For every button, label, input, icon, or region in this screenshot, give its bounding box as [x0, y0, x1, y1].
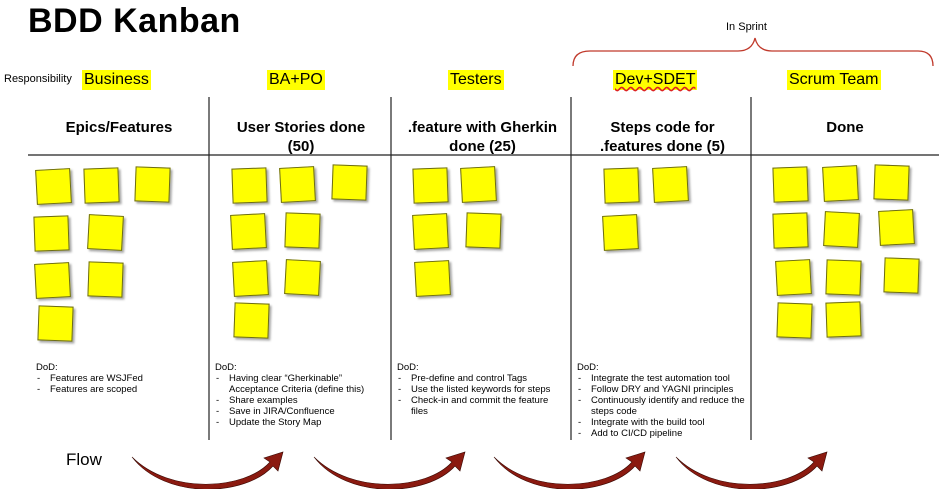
sticky-note: [87, 214, 124, 251]
dod-item: Check-in and commit the feature files: [397, 395, 567, 417]
sticky-note: [823, 211, 860, 248]
responsibility-dev-sdet: Dev+SDET: [613, 70, 698, 90]
dod-item: Integrate the test automation tool: [577, 373, 747, 384]
sticky-note: [35, 168, 72, 205]
sticky-note: [772, 166, 809, 203]
dod-item: Integrate with the build tool: [577, 417, 747, 428]
flow-arrow: [675, 451, 828, 489]
responsibility-scrum-team: Scrum Team: [787, 70, 881, 90]
column-heading-epics: Epics/Features: [65, 119, 173, 136]
sticky-note: [825, 301, 862, 338]
dod-item: Share examples: [215, 395, 387, 406]
column-heading-done: Done: [826, 119, 864, 136]
sticky-note: [231, 167, 268, 204]
sticky-note: [37, 305, 74, 342]
sticky-note: [878, 209, 915, 246]
sticky-note: [233, 302, 270, 339]
sticky-note: [652, 166, 689, 203]
dod-item: Having clear “Gherkinable” Acceptance Cr…: [215, 373, 387, 395]
column-heading-steps: Steps code for .features done (5): [599, 119, 726, 155]
dod-title: DoD:: [397, 362, 419, 373]
sticky-note: [279, 166, 316, 203]
sticky-note: [331, 164, 368, 201]
dod-item: Save in JIRA/Confluence: [215, 406, 387, 417]
dod-item: Continuously identify and reduce the ste…: [577, 395, 747, 417]
sticky-note: [414, 260, 451, 297]
sticky-note: [232, 260, 269, 297]
column-heading-feature: .feature with Gherkin done (25): [407, 119, 558, 155]
flow-arrow: [313, 451, 466, 489]
sticky-note: [602, 214, 639, 251]
dod-item: Update the Story Map: [215, 417, 387, 428]
sticky-note: [87, 261, 124, 298]
dod-item: Follow DRY and YAGNI principles: [577, 384, 747, 395]
dod-dev-sdet: DoD: Integrate the test automation tool …: [577, 362, 747, 439]
sticky-note: [603, 167, 640, 204]
dod-title: DoD:: [215, 362, 237, 373]
sticky-note: [284, 212, 321, 249]
sticky-note: [134, 166, 171, 203]
dod-item: Features are scoped: [36, 384, 204, 395]
in-sprint-label: In Sprint: [726, 21, 767, 33]
responsibility-ba-po: BA+PO: [267, 70, 325, 90]
page-title: BDD Kanban: [28, 2, 241, 40]
responsibility-label: Responsibility: [4, 73, 72, 85]
dod-item: Add to CI/CD pipeline: [577, 428, 747, 439]
dod-testers: DoD: Pre-define and control Tags Use the…: [397, 362, 567, 417]
sticky-note: [775, 259, 812, 296]
dod-item: Use the listed keywords for steps: [397, 384, 567, 395]
sticky-note: [230, 213, 267, 250]
flow-label: Flow: [66, 450, 102, 469]
sticky-note: [883, 257, 920, 294]
sticky-note: [83, 167, 120, 204]
in-sprint-bracket: [572, 37, 934, 67]
sticky-note: [465, 212, 502, 249]
sticky-note: [34, 262, 71, 299]
flow-arrows: [131, 451, 828, 489]
sticky-note: [412, 213, 449, 250]
dod-item: Pre-define and control Tags: [397, 373, 567, 384]
dod-ba-po: DoD: Having clear “Gherkinable” Acceptan…: [215, 362, 387, 428]
dod-business: DoD: Features are WSJFed Features are sc…: [36, 362, 204, 395]
sticky-note: [825, 259, 862, 296]
sticky-note: [873, 164, 910, 201]
sticky-note: [284, 259, 321, 296]
sticky-note: [412, 167, 449, 204]
responsibility-business: Business: [82, 70, 151, 90]
sticky-note: [776, 302, 813, 339]
dod-title: DoD:: [36, 362, 58, 373]
flow-arrow: [131, 451, 284, 489]
sticky-note: [460, 166, 497, 203]
sticky-note: [33, 215, 70, 252]
column-heading-user-stories: User Stories done (50): [236, 119, 366, 155]
sticky-note: [772, 212, 809, 249]
dod-item: Features are WSJFed: [36, 373, 204, 384]
responsibility-testers: Testers: [448, 70, 504, 90]
sticky-note: [822, 165, 859, 202]
dod-title: DoD:: [577, 362, 599, 373]
flow-arrow: [493, 451, 646, 489]
